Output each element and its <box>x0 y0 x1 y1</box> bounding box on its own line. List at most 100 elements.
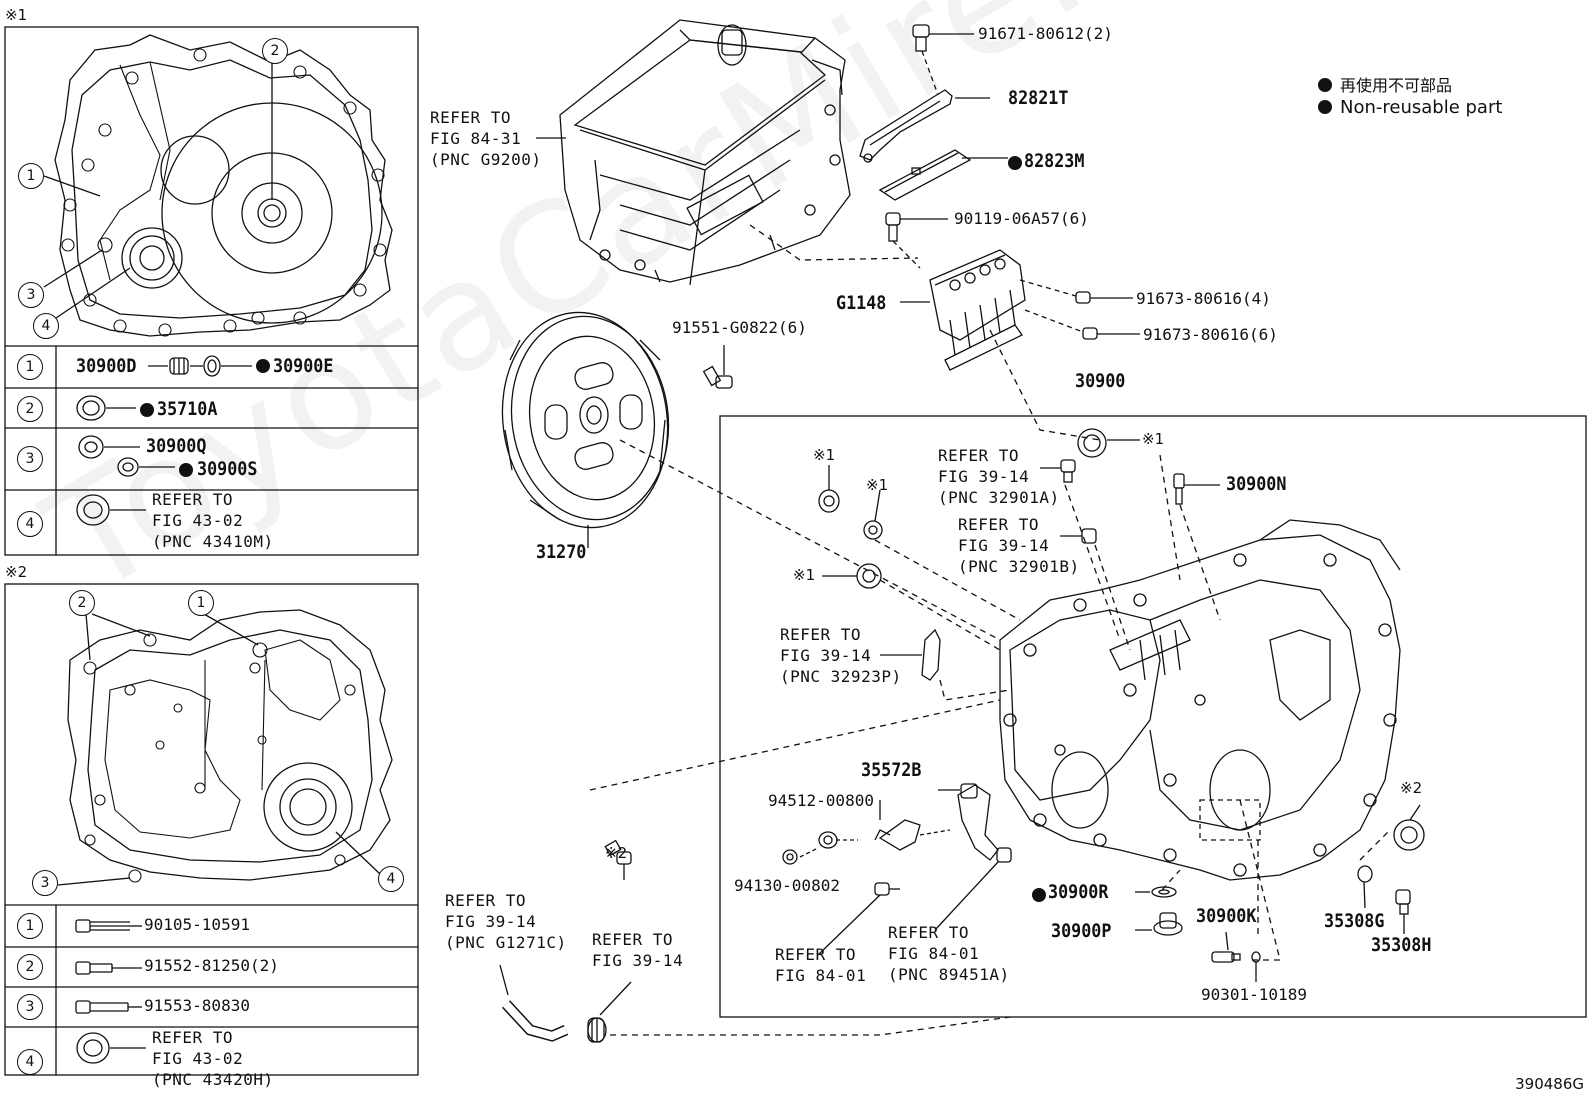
ref-3914-2: FIG 39-14 <box>592 951 684 970</box>
panel2-callout-3: 3 <box>32 870 58 896</box>
part-g1148: G1148 <box>836 292 887 314</box>
ref-8431-2: FIG 84-31 <box>430 129 522 148</box>
legend-dot-icon <box>1318 100 1332 114</box>
bolt-91551 <box>702 345 733 389</box>
part-30900k: 30900K <box>1196 905 1257 927</box>
ref-32901b-3: (PNC 32901B) <box>958 557 1080 576</box>
part-35572b: 35572B <box>861 759 922 781</box>
part-91671: 91671-80612(2) <box>978 24 1113 43</box>
panel2-row1-part: 90105-10591 <box>144 915 250 934</box>
ref-8401b-2: FIG 84-01 <box>888 944 980 963</box>
drain-plugs <box>1135 886 1261 982</box>
part-30900p: 30900P <box>1051 920 1112 942</box>
legend-jp: 再使用不可部品 <box>1318 72 1452 96</box>
panel2-row3-part: 91553-80830 <box>144 996 250 1015</box>
ref-8431-1: REFER TO <box>430 108 512 127</box>
panel2-marker: ※2 <box>5 563 28 581</box>
part-94130: 94130-00802 <box>734 876 840 895</box>
panel1-row4-ref-2: FIG 43-02 <box>152 511 244 530</box>
ref-32923p-1: REFER TO <box>780 625 862 644</box>
panel1-row4-num: 4 <box>17 511 43 537</box>
panel1-row1-part-a: 30900D <box>76 355 137 377</box>
panel2-row1-num: 1 <box>17 913 43 939</box>
legend-dot-icon <box>1318 78 1332 92</box>
panel2-row4-ref-3: (PNC 43420H) <box>152 1070 274 1089</box>
part-90301: 90301-10189 <box>1201 985 1307 1004</box>
bolt-90119 <box>885 212 948 269</box>
bolt-91671 <box>912 24 974 96</box>
panel2-callout-1: 1 <box>188 590 214 616</box>
panel2-row2-part: 91552-81250(2) <box>144 956 279 975</box>
small-seals <box>818 428 1425 851</box>
part-91551: 91551-G0822(6) <box>672 318 807 337</box>
part-35308g: 35308G <box>1324 910 1385 932</box>
panel2-case-outline <box>67 609 393 881</box>
panel1-marker: ※1 <box>5 6 28 24</box>
ref-8401a-1: REFER TO <box>775 945 857 964</box>
part-30900: 30900 <box>1075 370 1126 392</box>
panel2-callout-2: 2 <box>69 590 95 616</box>
part-30900r: 30900R <box>1048 881 1109 903</box>
ref-g1271c-3: (PNC G1271C) <box>445 933 567 952</box>
marker-seal-a: ※1 <box>813 446 836 464</box>
panel1-row3-part-a: 30900Q <box>146 435 207 457</box>
terminal-block-g1148 <box>900 249 1026 371</box>
damper-disc-31270 <box>501 311 670 548</box>
panel1-callout-3: 3 <box>18 282 44 308</box>
part-94512: 94512-00800 <box>768 791 874 810</box>
ref-32901a-3: (PNC 32901A) <box>938 488 1060 507</box>
panel2-row3-num: 3 <box>17 994 43 1020</box>
sensor-35572b <box>782 783 1012 865</box>
panel2-row-icons <box>75 919 146 1064</box>
panel1-case-outline <box>54 34 393 337</box>
bolts-91673 <box>1019 279 1140 340</box>
ref-g1271c-2: FIG 39-14 <box>445 912 537 931</box>
panel1-row-icons <box>76 355 252 526</box>
marker-seal-b: ※1 <box>866 476 889 494</box>
part-91673-b: 91673-80616(6) <box>1143 325 1278 344</box>
marker-seal-rear: ※2 <box>1400 779 1423 797</box>
non-reusable-dots <box>140 156 1046 902</box>
inverter-assembly <box>559 19 851 286</box>
marker-seal-c: ※1 <box>793 566 816 584</box>
panel1-row2-num: 2 <box>17 396 43 422</box>
part-90119: 90119-06A57(6) <box>954 209 1089 228</box>
ref-32901a-1: REFER TO <box>938 446 1020 465</box>
ref-8401a-2: FIG 84-01 <box>775 966 867 985</box>
ref-32901b-1: REFER TO <box>958 515 1040 534</box>
ref-8431-3: (PNC G9200) <box>430 150 542 169</box>
panel2-frame <box>4 583 419 1076</box>
panel1-row4-ref-3: (PNC 43410M) <box>152 532 274 551</box>
panel1-row2-part-a: 35710A <box>157 398 218 420</box>
ref-8401b-1: REFER TO <box>888 923 970 942</box>
panel2-seal-bore <box>263 762 353 852</box>
part-82821t: 82821T <box>1008 87 1069 109</box>
panel1-callout-2: 2 <box>262 38 288 64</box>
panel1-seal-bore <box>121 227 183 289</box>
part-30900n: 30900N <box>1226 473 1287 495</box>
panel1-callout-1: 1 <box>18 163 44 189</box>
panel1-row1-part-b: 30900E <box>273 355 334 377</box>
ref-32901a-2: FIG 39-14 <box>938 467 1030 486</box>
panel2-callout-4: 4 <box>378 866 404 892</box>
ref-3914-1: REFER TO <box>592 930 674 949</box>
panel2-row4-ref-2: FIG 43-02 <box>152 1049 244 1068</box>
panel2-row4-num: 4 <box>17 1049 43 1075</box>
panel1-row4-ref-1: REFER TO <box>152 490 234 509</box>
part-35308h: 35308H <box>1371 934 1432 956</box>
transaxle-frame <box>719 415 1587 1018</box>
panel1-row3-num: 3 <box>17 446 43 472</box>
panel2-row2-num: 2 <box>17 954 43 980</box>
ref-32923p-3: (PNC 32923P) <box>780 667 902 686</box>
ref-32923p-2: FIG 39-14 <box>780 646 872 665</box>
marker-bolt: ※2 <box>605 844 628 862</box>
panel1-frame <box>4 26 419 556</box>
bracket-parts <box>859 89 1008 201</box>
ref-8401b-3: (PNC 89451A) <box>888 965 1010 984</box>
panel1-row1-num: 1 <box>17 354 43 380</box>
part-82823m: 82823M <box>1024 150 1085 172</box>
part-31270: 31270 <box>536 541 587 563</box>
figure-id: 390486G <box>1515 1075 1584 1093</box>
